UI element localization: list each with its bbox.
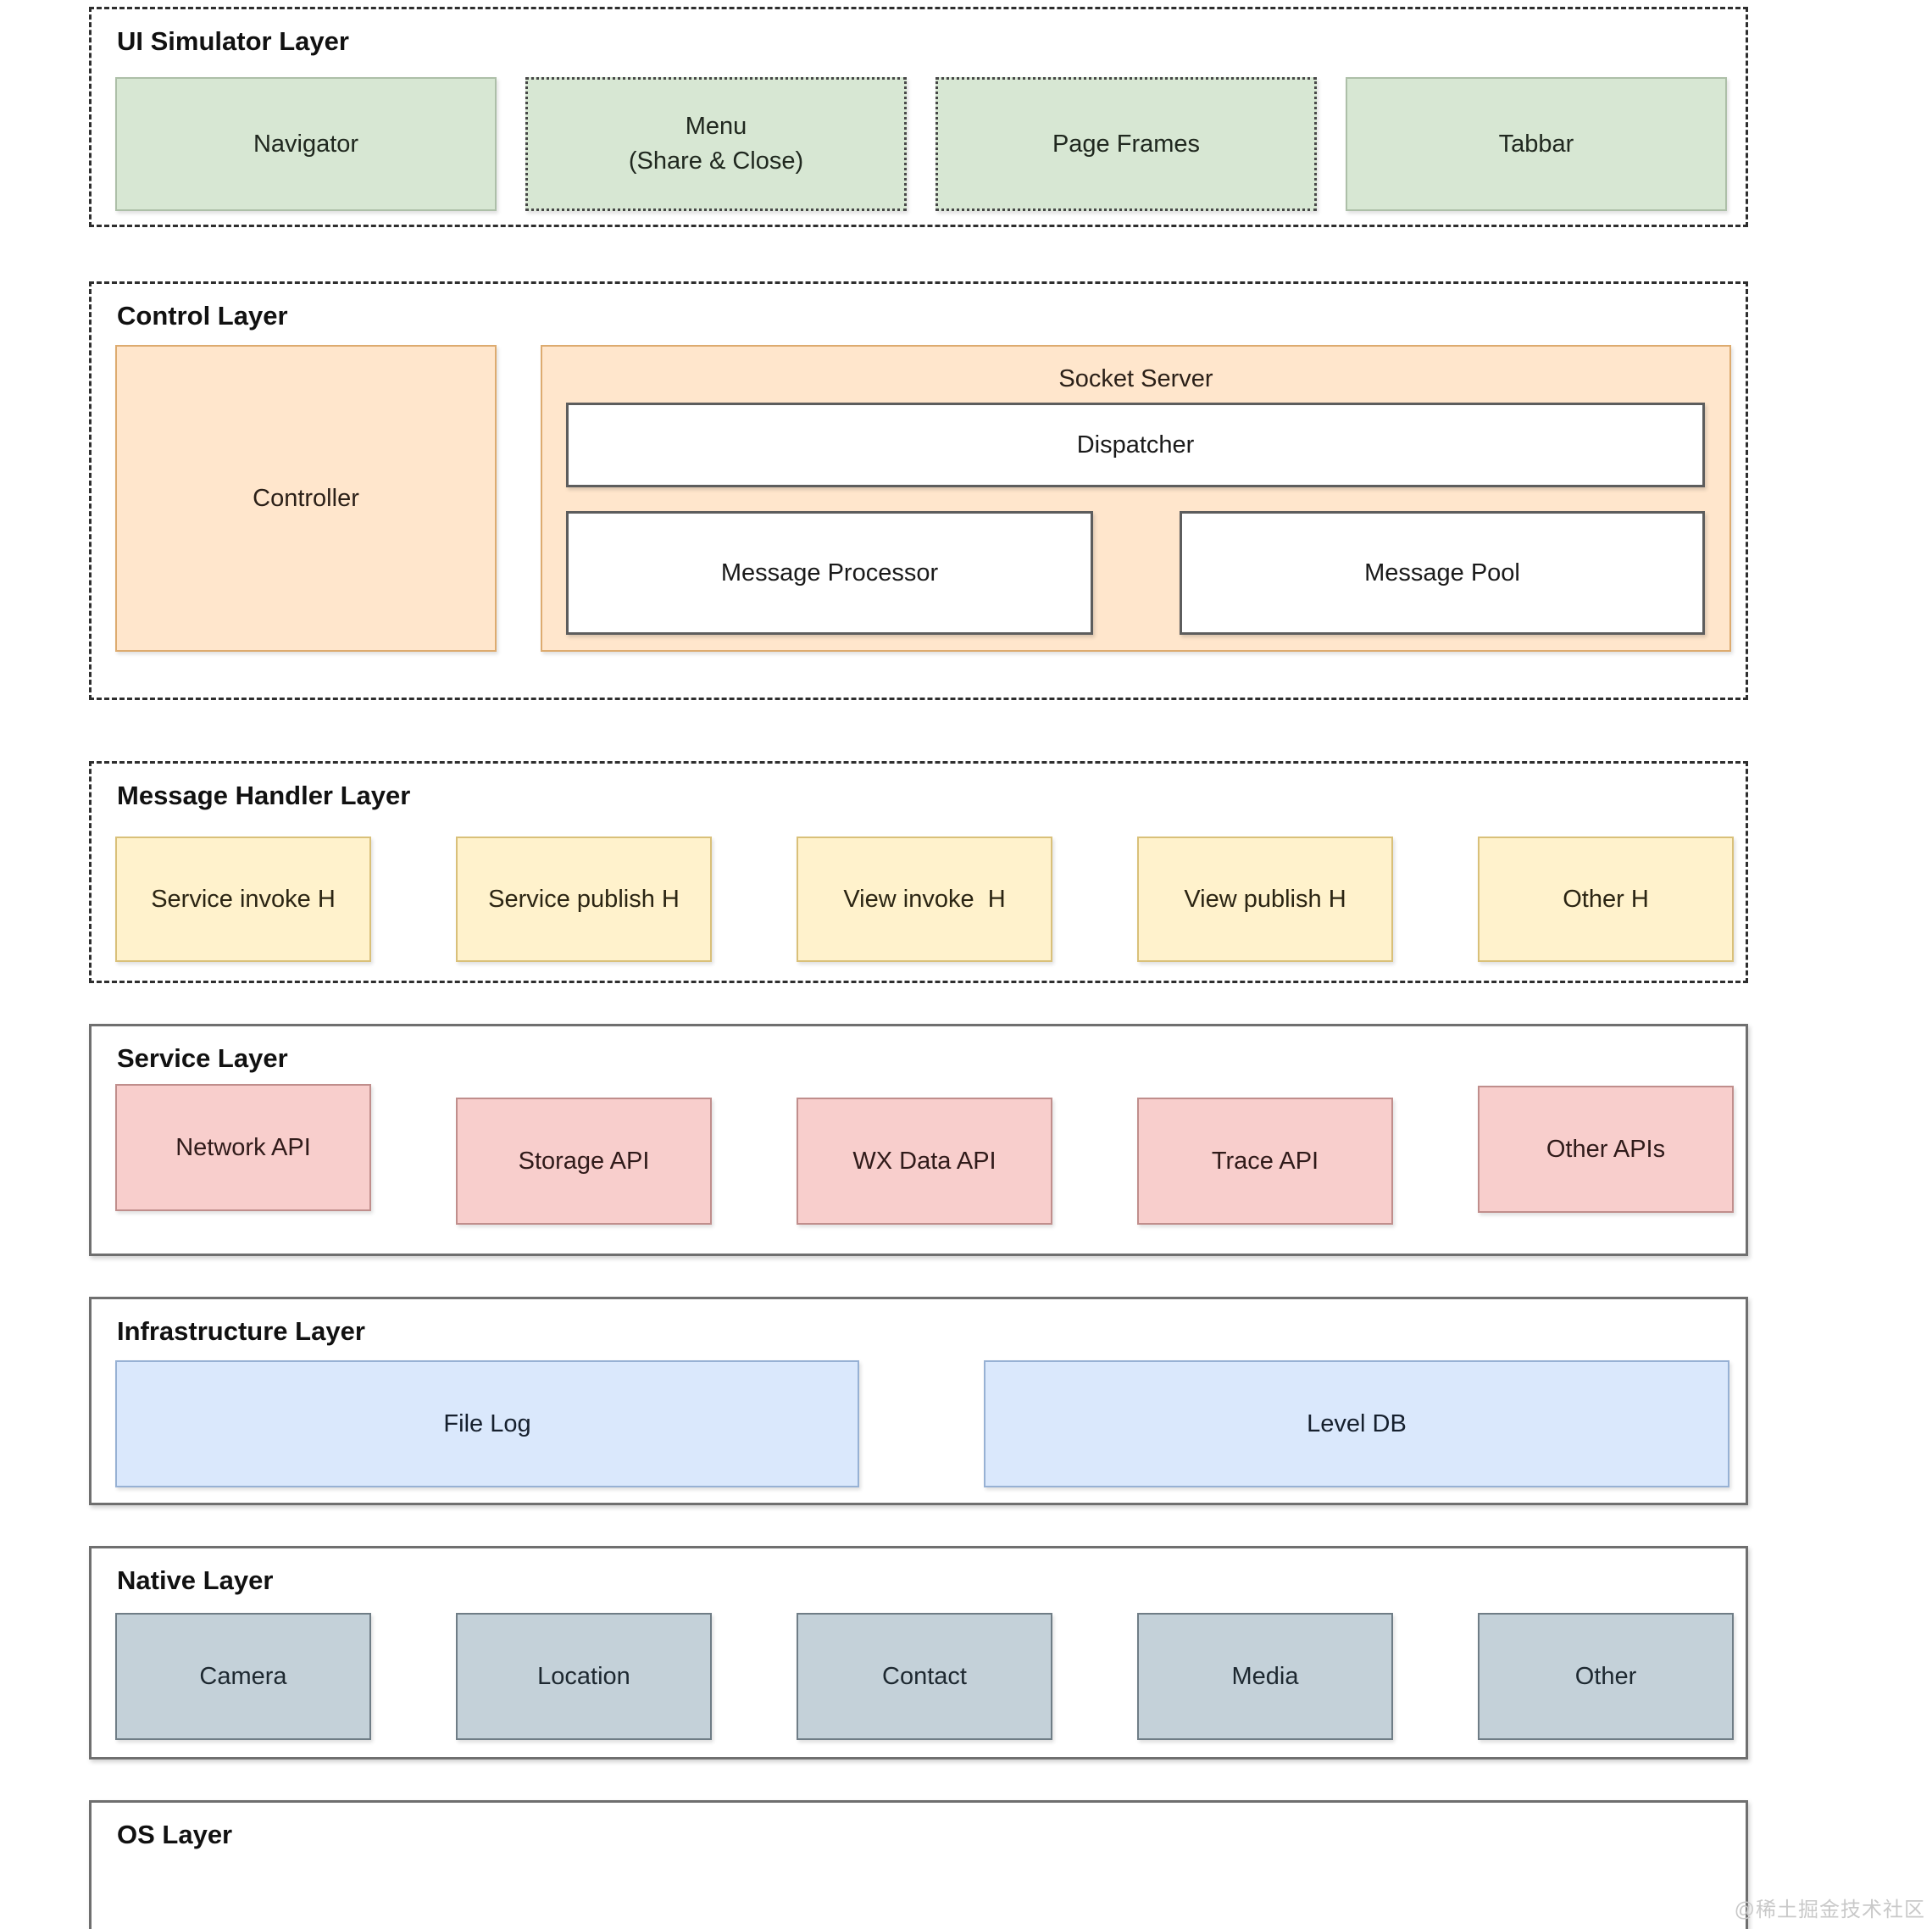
layer-service: Service Layer Network API Storage API WX… [89,1024,1748,1256]
box-message-pool: Message Pool [1180,511,1705,635]
layer-control: Control Layer Controller Socket Server D… [89,281,1748,700]
box-location: Location [456,1613,712,1740]
box-service-publish-handler: Service publish H [456,837,712,962]
box-level-db: Level DB [984,1360,1729,1487]
box-other-apis: Other APIs [1478,1086,1734,1213]
layer-native-title: Native Layer [117,1565,274,1595]
box-media: Media [1137,1613,1393,1740]
box-dispatcher: Dispatcher [566,403,1705,487]
box-camera: Camera [115,1613,371,1740]
layer-message-handler: Message Handler Layer Service invoke H S… [89,761,1748,983]
layer-os: OS Layer [89,1800,1748,1929]
layer-service-title: Service Layer [117,1043,288,1073]
layer-message-handler-title: Message Handler Layer [117,781,411,810]
box-trace-api: Trace API [1137,1098,1393,1225]
layer-infrastructure: Infrastructure Layer File Log Level DB [89,1297,1748,1505]
box-other-handler: Other H [1478,837,1734,962]
box-tabbar: Tabbar [1346,77,1727,211]
box-navigator: Navigator [115,77,497,211]
box-other: Other [1478,1613,1734,1740]
layer-ui-simulator-title: UI Simulator Layer [117,26,349,56]
box-menu: Menu (Share & Close) [525,77,907,211]
box-file-log: File Log [115,1360,859,1487]
box-network-api: Network API [115,1084,371,1211]
layer-ui-simulator: UI Simulator Layer Navigator Menu (Share… [89,7,1748,227]
socket-server-title: Socket Server [1058,365,1213,392]
box-message-processor: Message Processor [566,511,1093,635]
box-view-invoke-handler: View invoke H [797,837,1052,962]
box-controller: Controller [115,345,497,652]
layer-native: Native Layer Camera Location Contact Med… [89,1546,1748,1759]
box-contact: Contact [797,1613,1052,1740]
box-wx-data-api: WX Data API [797,1098,1052,1225]
layer-infrastructure-title: Infrastructure Layer [117,1316,365,1346]
box-storage-api: Storage API [456,1098,712,1225]
layer-control-title: Control Layer [117,301,288,331]
watermark: @稀土掘金技术社区 [1734,1898,1925,1921]
box-view-publish-handler: View publish H [1137,837,1393,962]
box-service-invoke-handler: Service invoke H [115,837,371,962]
box-page-frames: Page Frames [935,77,1317,211]
layer-os-title: OS Layer [117,1820,233,1849]
box-socket-server: Socket Server Dispatcher Message Process… [541,345,1731,652]
